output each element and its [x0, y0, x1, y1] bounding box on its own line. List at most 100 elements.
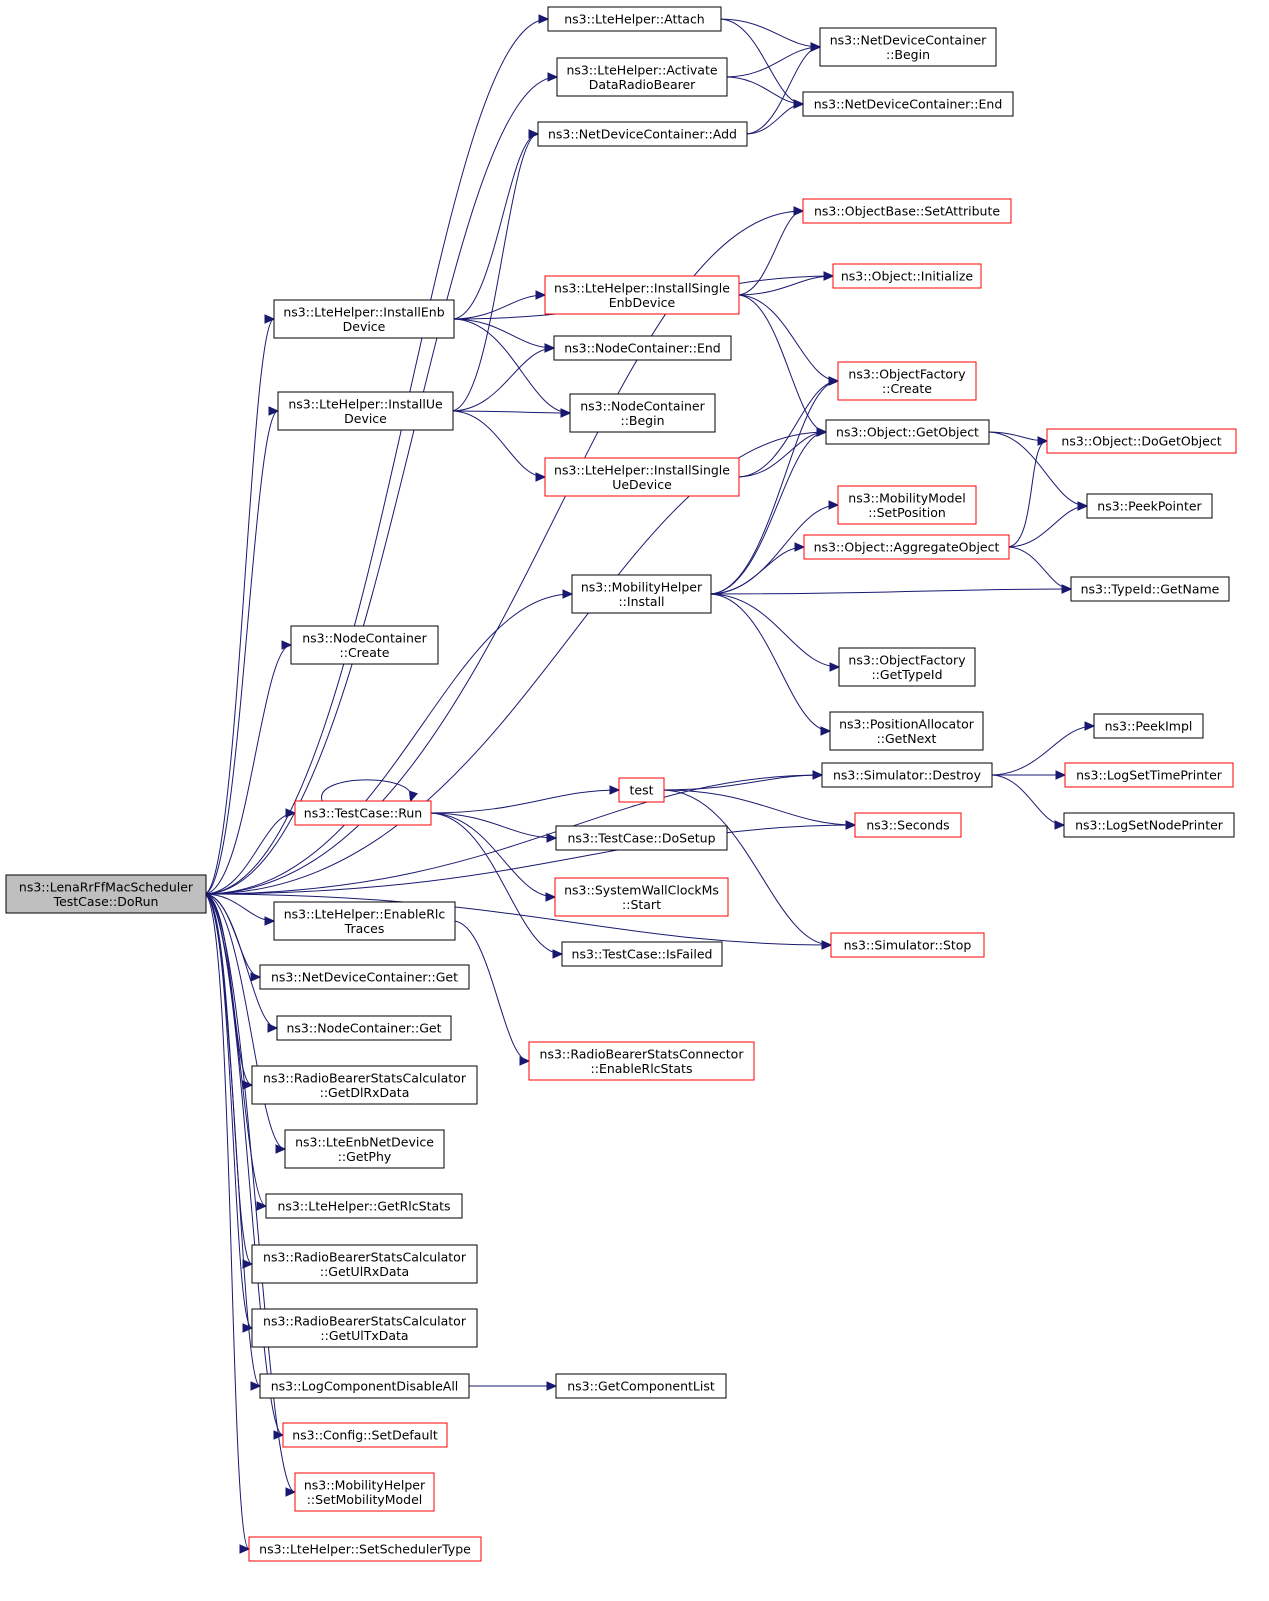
node-obj-init[interactable]: ns3::Object::Initialize — [832, 263, 982, 289]
node-box — [854, 812, 962, 838]
node-setattr[interactable]: ns3::ObjectBase::SetAttribute — [802, 198, 1012, 224]
node-mm-setpos[interactable]: ns3::MobilityModel::SetPosition — [837, 485, 977, 525]
node-peekimpl[interactable]: ns3::PeekImpl — [1093, 713, 1204, 739]
node-box — [819, 27, 997, 67]
edge-arrowhead — [552, 949, 564, 959]
node-box — [294, 800, 432, 826]
edge-arrowhead — [268, 406, 280, 416]
edge-root-to-config_setdefault — [203, 893, 284, 1436]
edge-root-to-setsched — [203, 893, 250, 1550]
node-rbsc-getultx[interactable]: ns3::RadioBearerStatsCalculator::GetUlTx… — [251, 1308, 478, 1348]
node-label: ::Begin — [620, 413, 664, 428]
edge-root-to-sim_stop — [203, 893, 832, 946]
node-logsettime[interactable]: ns3::LogSetTimePrinter — [1064, 762, 1234, 788]
node-rbsc-enable[interactable]: ns3::RadioBearerStatsConnector::EnableRl… — [528, 1041, 755, 1081]
node-typeid-getname[interactable]: ns3::TypeId::GetName — [1070, 576, 1230, 602]
node-mh-setmm[interactable]: ns3::MobilityHelper::SetMobilityModel — [294, 1472, 435, 1512]
node-sim-destroy[interactable]: ns3::Simulator::Destroy — [821, 762, 993, 788]
node-box — [803, 534, 1010, 560]
edge-arrowhead — [242, 1259, 254, 1269]
edge-mh_install-to-of_gettypeid — [708, 593, 840, 668]
node-box — [276, 1015, 452, 1041]
node-box — [1064, 762, 1234, 788]
node-logsetnode[interactable]: ns3::LogSetNodePrinter — [1063, 812, 1235, 838]
node-nc-begin[interactable]: ns3::NodeContainer::Begin — [569, 393, 716, 433]
node-tc-isfailed[interactable]: ns3::TestCase::IsFailed — [561, 941, 723, 967]
edge-mh_install-to-aggregate — [708, 546, 805, 595]
node-rbsc-getulrx[interactable]: ns3::RadioBearerStatsCalculator::GetUlRx… — [251, 1244, 478, 1284]
node-peekpointer[interactable]: ns3::PeekPointer — [1086, 493, 1213, 519]
node-label: ns3::Seconds — [866, 818, 949, 833]
node-sim-stop[interactable]: ns3::Simulator::Stop — [830, 932, 985, 958]
edge-arrowhead — [546, 1381, 558, 1391]
node-test[interactable]: test — [618, 777, 665, 803]
node-box — [273, 901, 456, 941]
node-box — [837, 361, 977, 401]
node-getrlcstats[interactable]: ns3::LteHelper::GetRlcStats — [265, 1193, 463, 1219]
node-tc-dosetup[interactable]: ns3::TestCase::DoSetup — [555, 825, 728, 851]
node-label: ns3::TestCase::Run — [304, 806, 422, 821]
node-nc-get[interactable]: ns3::NodeContainer::Get — [276, 1015, 452, 1041]
node-tc-run[interactable]: ns3::TestCase::Run — [294, 800, 432, 826]
node-label: ns3::TestCase::IsFailed — [572, 947, 713, 962]
node-rbsc-getdlrx[interactable]: ns3::RadioBearerStatsCalculator::GetDlRx… — [251, 1065, 478, 1105]
node-pa-getnext[interactable]: ns3::PositionAllocator::GetNext — [829, 711, 984, 751]
node-setsched[interactable]: ns3::LteHelper::SetSchedulerType — [248, 1536, 482, 1562]
node-ndc-begin[interactable]: ns3::NetDeviceContainer::Begin — [819, 27, 997, 67]
node-label: ::Create — [340, 645, 390, 660]
node-box — [571, 574, 712, 614]
node-label: ns3::Object::AggregateObject — [814, 540, 1000, 555]
node-nc-end[interactable]: ns3::NodeContainer::End — [553, 335, 732, 361]
edge-arrowhead — [538, 14, 550, 24]
node-of-gettypeid[interactable]: ns3::ObjectFactory::GetTypeId — [838, 647, 976, 687]
edge-installue-to-nc_begin — [450, 410, 571, 414]
node-box — [294, 1472, 435, 1512]
node-getcomplist[interactable]: ns3::GetComponentList — [555, 1373, 727, 1399]
node-getobject[interactable]: ns3::Object::GetObject — [825, 419, 990, 445]
edge-arrowhead — [285, 808, 297, 818]
edges-layer — [203, 14, 1096, 1554]
node-config-setdefault[interactable]: ns3::Config::SetDefault — [282, 1422, 448, 1448]
node-label: ::GetNext — [877, 731, 937, 746]
node-lteenb-getphy[interactable]: ns3::LteEnbNetDevice::GetPhy — [284, 1129, 445, 1169]
node-aggregate[interactable]: ns3::Object::AggregateObject — [803, 534, 1010, 560]
edge-arrowhead — [821, 940, 833, 950]
node-ndc-add[interactable]: ns3::NetDeviceContainer::Add — [537, 121, 748, 147]
edge-root-to-nc_create — [203, 644, 292, 895]
node-ndc-end[interactable]: ns3::NetDeviceContainer::End — [802, 91, 1014, 117]
node-swc-start[interactable]: ns3::SystemWallClockMs::Start — [554, 877, 729, 917]
node-label: ns3::LenaRrFfMacScheduler — [19, 879, 194, 894]
edge-root-to-logdisableall — [203, 893, 261, 1387]
edge-installenb-to-installsingleenb — [451, 294, 546, 320]
node-label: Traces — [344, 921, 385, 936]
node-mh-install[interactable]: ns3::MobilityHelper::Install — [571, 574, 712, 614]
node-box — [802, 198, 1012, 224]
node-label: test — [629, 783, 653, 798]
node-label: ns3::Object::DoGetObject — [1061, 434, 1221, 449]
edge-arrowhead — [264, 916, 276, 926]
node-label: DataRadioBearer — [589, 77, 696, 92]
node-attach[interactable]: ns3::LteHelper::Attach — [547, 6, 722, 32]
node-label: ns3::LteHelper::InstallSingle — [554, 462, 730, 477]
edge-arrowhead — [535, 472, 547, 482]
node-of-create[interactable]: ns3::ObjectFactory::Create — [837, 361, 977, 401]
node-box — [830, 932, 985, 958]
node-label: ns3::NodeContainer::Get — [287, 1021, 442, 1036]
node-nc-create[interactable]: ns3::NodeContainer::Create — [290, 625, 439, 665]
edge-arrowhead — [845, 820, 857, 830]
node-box — [251, 1065, 478, 1105]
edge-arrowhead — [535, 290, 547, 300]
node-seconds[interactable]: ns3::Seconds — [854, 812, 962, 838]
node-logdisableall[interactable]: ns3::LogComponentDisableAll — [259, 1373, 470, 1399]
node-dogetobject[interactable]: ns3::Object::DoGetObject — [1046, 428, 1237, 454]
node-ndc-get[interactable]: ns3::NetDeviceContainer::Get — [259, 964, 470, 990]
edge-arrowhead — [547, 72, 559, 82]
